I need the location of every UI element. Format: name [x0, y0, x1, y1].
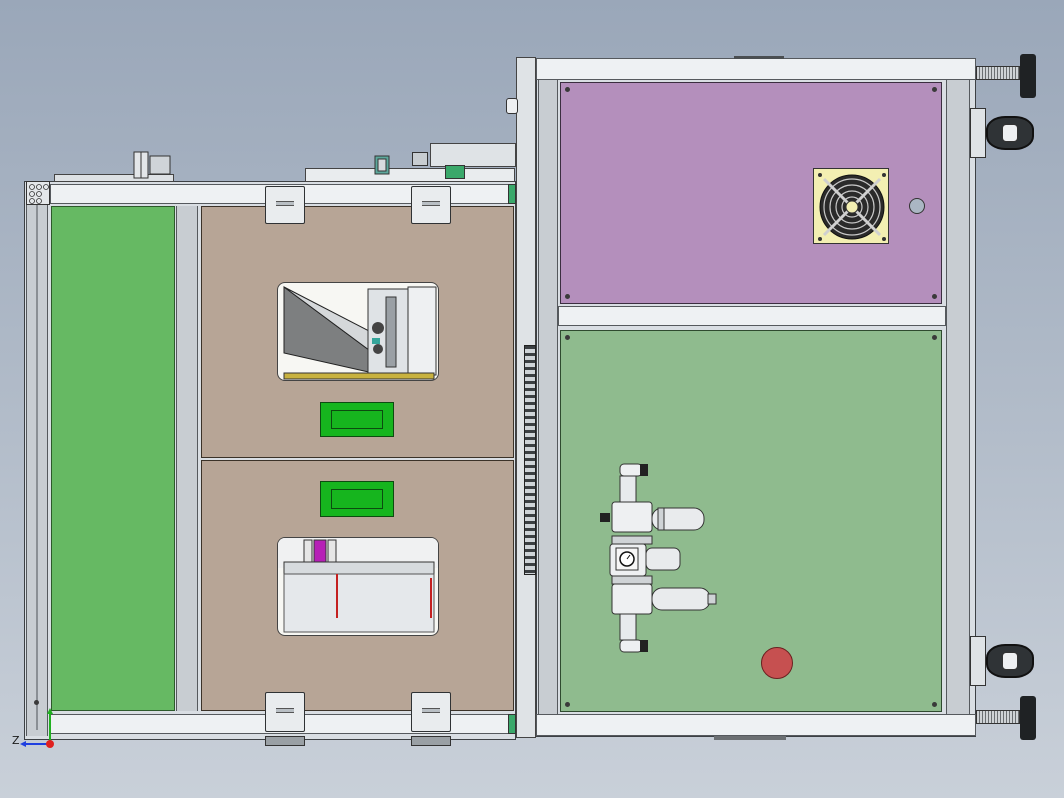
hinge-bottom-right-base — [411, 736, 451, 746]
green-slide-block — [445, 165, 465, 179]
hinge-top-right — [411, 186, 451, 224]
caster-bottom-mount — [970, 636, 986, 686]
leveling-foot-top-disc — [1020, 54, 1036, 98]
edge-marker-bottom — [508, 714, 516, 734]
sensor-mount-icon — [130, 150, 174, 180]
screw-icon — [34, 700, 39, 705]
right-left-rail — [538, 80, 558, 714]
connector-gear-strip — [524, 345, 536, 575]
emergency-stop-button[interactable] — [761, 647, 793, 679]
cylinder-icon — [372, 154, 392, 176]
hinge-bottom-left-base — [265, 736, 305, 746]
hinge-bottom-left — [265, 692, 305, 732]
leveling-foot-top-thread — [976, 66, 1020, 80]
top-rail-bracket — [54, 174, 174, 182]
top-rail-assembly — [305, 168, 515, 182]
upper-nameplate — [320, 402, 394, 437]
edge-marker-top — [508, 184, 516, 204]
air-filter-regulator-icon — [596, 460, 720, 656]
caster-top-hub — [1002, 124, 1018, 142]
lower-nameplate — [320, 481, 394, 517]
cooling-fan-icon — [813, 168, 889, 244]
slide-rail-assembly — [430, 143, 516, 167]
caster-bottom-wheel-icon — [986, 644, 1034, 678]
corner-bracket-icon — [26, 181, 50, 205]
hinge-top-left — [265, 186, 305, 224]
cable-gland-icon — [909, 198, 925, 214]
left-green-panel — [51, 206, 175, 711]
axis-triad-icon — [10, 706, 60, 752]
small-cap-icon — [412, 152, 428, 166]
caster-top-wheel-icon — [986, 116, 1034, 150]
connector-knob-top — [506, 98, 518, 114]
lower-viewing-window — [277, 537, 439, 636]
triad-z-label: Z — [12, 734, 20, 747]
upper-viewing-window — [277, 282, 439, 381]
leveling-foot-bottom-thread — [976, 710, 1020, 724]
right-top-rail — [536, 58, 976, 80]
middle-divider-rail — [176, 206, 198, 711]
hinge-bottom-right — [411, 692, 451, 732]
bottom-bracket-plate — [714, 736, 786, 740]
caster-top-mount — [970, 108, 986, 158]
caster-bottom-hub — [1002, 652, 1018, 670]
right-mid-rail — [558, 306, 946, 326]
leveling-foot-bottom-disc — [1020, 696, 1036, 740]
left-rail-groove — [36, 190, 38, 730]
right-bottom-rail — [536, 714, 976, 736]
top-bracket-plate — [734, 56, 784, 59]
right-right-rail — [946, 80, 970, 714]
